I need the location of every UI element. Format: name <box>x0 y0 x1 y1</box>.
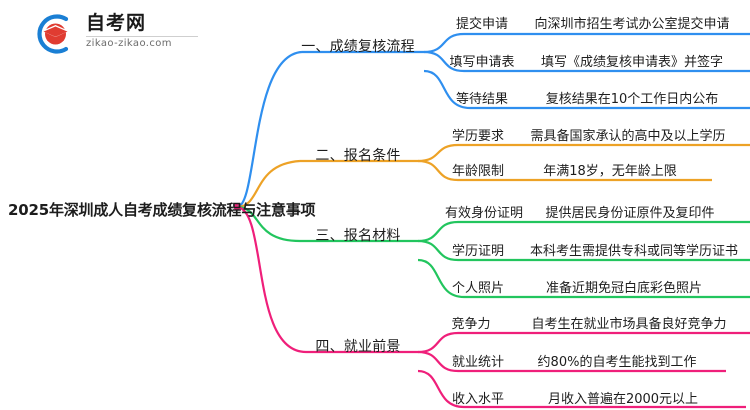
leaf-value-1-2: 填写《成绩复核申请表》并签字 <box>540 55 724 70</box>
leaf-value-3-3: 准备近期免冠白底彩色照片 <box>545 281 703 296</box>
branch-2-leaf-2-wire <box>417 159 712 182</box>
branch-1-leaf-3-wire <box>423 69 750 110</box>
leaf-value-1-1: 向深圳市招生考试办公室提交申请 <box>534 17 730 32</box>
branch-title-2: 二、报名条件 <box>315 148 401 164</box>
leaf-value-4-1: 自考生在就业市场具备良好竞争力 <box>531 317 727 332</box>
logo-divider <box>86 36 198 37</box>
branch-1-leaf-2-wire <box>423 50 750 73</box>
site-logo: 自考网 zikao-zikao.com <box>32 10 232 58</box>
leaf-key-4-2: 就业统计 <box>451 355 505 370</box>
branch-3-stem <box>236 205 301 243</box>
leaf-value-2-1: 需具备国家承认的高中及以上学历 <box>530 129 726 144</box>
branch-3-leaf-2-wire <box>417 239 750 262</box>
graduation-cap-icon <box>37 14 70 54</box>
root-title: 2025年深圳成人自考成绩复核流程与注意事项 <box>8 201 316 219</box>
leaf-key-4-1: 竞争力 <box>451 317 491 332</box>
branch-title-4: 四、就业前景 <box>315 339 401 355</box>
leaf-key-2-1: 学历要求 <box>451 129 505 144</box>
leaf-value-1-3: 复核结果在10个工作日内公布 <box>545 92 719 107</box>
branch-1-leaf-1-wire <box>423 32 750 54</box>
branch-2-leaf-1-wire <box>417 143 750 163</box>
branch-2-stem <box>236 159 301 209</box>
leaf-value-3-2: 本科考生需提供专科或同等学历证书 <box>529 244 739 259</box>
branch-3-leaf-3-wire <box>417 258 750 299</box>
leaf-value-4-3: 月收入普遍在2000元以上 <box>547 392 699 407</box>
branch-4-leaf-2-wire <box>417 350 726 373</box>
logo-name-cn: 自考网 <box>86 12 147 34</box>
branch-3-leaf-1-wire <box>417 220 750 243</box>
leaf-key-1-3: 等待结果 <box>455 92 509 107</box>
leaf-key-3-1: 有效身份证明 <box>444 206 524 221</box>
branch-title-1: 一、成绩复核流程 <box>301 39 415 55</box>
leaf-value-4-2: 约80%的自考生能找到工作 <box>537 355 697 370</box>
branch-4-stem <box>236 205 307 354</box>
branch-4-leaf-3-wire <box>417 369 746 409</box>
leaf-key-1-1: 提交申请 <box>455 17 509 32</box>
leaf-key-1-2: 填写申请表 <box>449 55 515 70</box>
leaf-key-2-2: 年龄限制 <box>451 164 505 179</box>
leaf-value-3-1: 提供居民身份证原件及复印件 <box>545 206 715 221</box>
branch-4-leaf-1-wire <box>417 331 750 354</box>
leaf-key-4-3: 收入水平 <box>451 392 505 407</box>
leaf-key-3-2: 学历证明 <box>451 244 505 259</box>
branch-1-stem <box>236 50 303 209</box>
branch-title-3: 三、报名材料 <box>315 228 401 244</box>
leaf-key-3-3: 个人照片 <box>451 281 505 296</box>
leaf-value-2-2: 年满18岁，无年龄上限 <box>543 164 677 179</box>
logo-url: zikao-zikao.com <box>86 38 172 49</box>
